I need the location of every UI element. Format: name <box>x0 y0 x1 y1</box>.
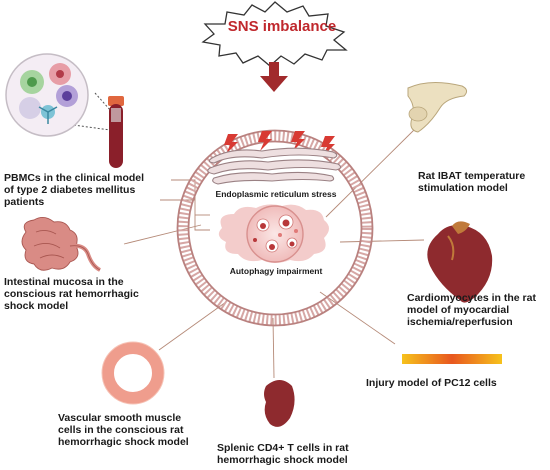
cells-magnifier-icon <box>5 53 112 137</box>
cardio-line-3: ischemia/reperfusion <box>407 316 513 328</box>
intestine-line-2: conscious rat hemorrhagic <box>4 288 139 300</box>
cardio-line-1: Cardiomyocytes in the rat <box>407 292 536 304</box>
pbmc-model-label: PBMCs in the clinical model of type 2 di… <box>4 172 144 208</box>
pbmc-line-1: PBMCs in the clinical model <box>4 172 145 184</box>
pbmc-line-2: of type 2 diabetes mellitus <box>4 184 136 196</box>
intestine-model-label: Intestinal mucosa in the conscious rat h… <box>4 276 139 312</box>
heart-icon <box>427 221 493 303</box>
ibat-line-2: stimulation model <box>418 182 508 194</box>
er-organelle-icon <box>207 147 342 185</box>
vsmc-line-1: Vascular smooth muscle <box>58 412 182 424</box>
vsmc-model-label: Vascular smooth muscle cells in the cons… <box>58 412 189 448</box>
down-arrow-icon <box>260 62 288 92</box>
vsmc-line-2: cells in the conscious rat <box>58 424 184 436</box>
scapula-bone-icon <box>407 82 468 133</box>
intestine-icon <box>21 217 101 272</box>
spleen-model-label: Splenic CD4+ T cells in rat hemorrhagic … <box>217 442 349 466</box>
pbmc-line-3: patients <box>4 196 45 208</box>
ibat-model-label: Rat IBAT temperature stimulation model <box>418 170 525 194</box>
blood-tube-icon <box>108 96 124 168</box>
vessel-ring-icon <box>102 342 164 404</box>
autophagy-cell-icon <box>218 204 329 263</box>
spleen-icon <box>264 380 295 427</box>
cardio-line-2: model of myocardial <box>407 304 510 316</box>
membrane-ring <box>176 129 374 327</box>
lightning-icon <box>224 131 335 156</box>
pc12-gradient-bar <box>402 354 502 364</box>
spleen-line-1: Splenic CD4+ T cells in rat <box>217 442 349 454</box>
spleen-line-2: hemorrhagic shock model <box>217 454 348 466</box>
ibat-line-1: Rat IBAT temperature <box>418 170 526 182</box>
intestine-line-3: shock model <box>4 300 69 312</box>
intestine-line-1: Intestinal mucosa in the <box>4 276 124 288</box>
connector-lines <box>123 127 425 379</box>
pc12-line-1: Injury model of PC12 cells <box>366 377 497 389</box>
vsmc-line-3: hemorrhagic shock model <box>58 436 189 448</box>
vessel-ring-outline <box>101 341 165 405</box>
pc12-model-label: Injury model of PC12 cells <box>366 377 497 389</box>
autophagy-label: Autophagy impairment <box>229 266 323 276</box>
diagram-title: SNS imbalance <box>227 18 337 35</box>
cardiomyocyte-model-label: Cardiomyocytes in the rat model of myoca… <box>407 292 536 328</box>
er-stress-label: Endoplasmic reticulum stress <box>215 189 337 199</box>
